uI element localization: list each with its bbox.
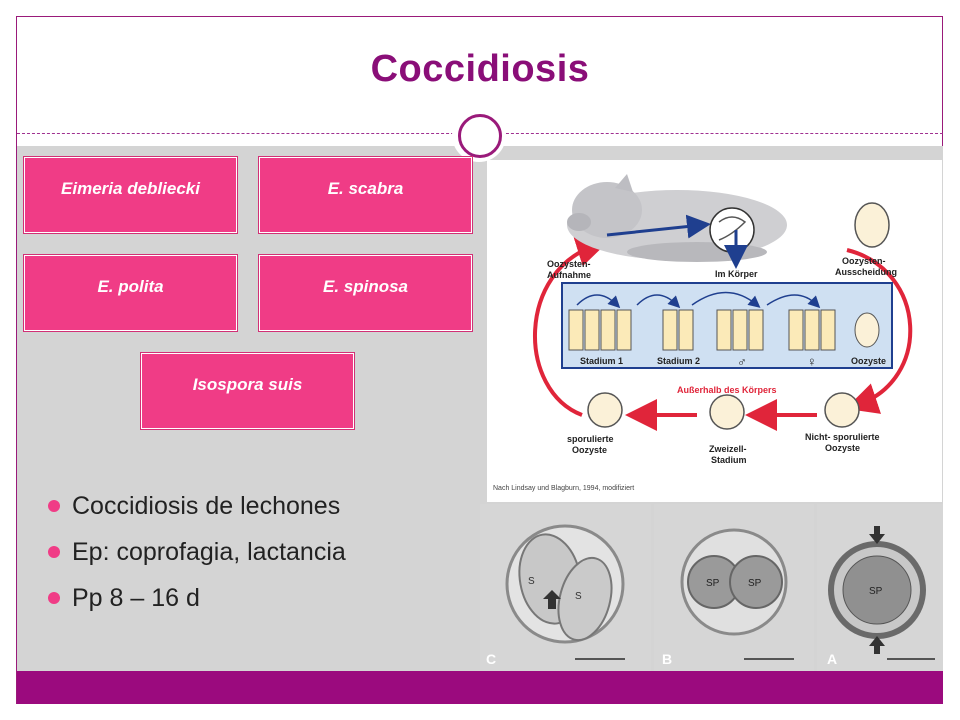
label-sporulated-1: sporulierte	[567, 434, 614, 444]
life-cycle-diagram: Oozysten- Aufnahme Im Körper Oozysten- A…	[487, 160, 942, 502]
slide-title: Coccidiosis	[370, 48, 590, 90]
label-s-2: S	[575, 591, 582, 602]
micrograph-c-svg: S S C	[486, 524, 625, 667]
micrograph-a-svg: SP A	[827, 526, 935, 667]
label-c: C	[486, 651, 496, 667]
bullet-item: Pp 8 – 16 d	[48, 576, 346, 622]
micrograph-b-svg: SP SP B	[662, 528, 794, 667]
label-female: ♀	[807, 354, 817, 369]
label-sp-2: SP	[748, 578, 762, 589]
species-box-isospora-suis: Isospora suis	[140, 352, 355, 430]
footer-bar	[17, 671, 943, 704]
label-b: B	[662, 651, 672, 667]
label-stage-2: Stadium 2	[657, 356, 700, 366]
label-unsporulated-1: Nicht- sporulierte	[805, 432, 880, 442]
life-cycle-svg: Oozysten- Aufnahme Im Körper Oozysten- A…	[493, 174, 913, 492]
micrograph-c: S S C	[480, 504, 651, 672]
piglet-illustration	[567, 174, 787, 262]
intestine-circle	[709, 207, 755, 253]
species-box-e-spinosa: E. spinosa	[258, 254, 473, 332]
label-two-cell-1: Zweizell-	[709, 444, 747, 454]
label-s-1: S	[528, 576, 535, 587]
micrograph-b: SP SP B	[654, 504, 814, 672]
label-sp-3: SP	[869, 586, 883, 597]
micrograph-a: SP A	[817, 504, 943, 672]
ring-ornament-inner	[458, 114, 502, 158]
cell-row	[568, 309, 880, 351]
label-oocyst: Oozyste	[851, 356, 886, 366]
diagram-citation: Nach Lindsay und Blagburn, 1994, modifiz…	[493, 485, 634, 492]
label-sporulated-2: Oozyste	[572, 445, 607, 455]
bullet-list: Coccidiosis de lechones Ep: coprofagia, …	[48, 484, 346, 622]
label-outside-body: Außerhalb des Körpers	[677, 385, 777, 395]
label-two-cell-2: Stadium	[711, 455, 747, 465]
unsporulated-oocyst-icon	[824, 392, 860, 428]
label-a: A	[827, 651, 837, 667]
bullet-item: Ep: coprofagia, lactancia	[48, 530, 346, 576]
label-oocyst-excretion-2: Ausscheidung	[835, 267, 897, 277]
label-oocyst-uptake-1: Oozysten-	[547, 259, 591, 269]
two-cell-oocyst-icon	[709, 394, 745, 430]
label-oocyst-uptake-2: Aufnahme	[547, 270, 591, 280]
ring-ornament	[452, 108, 506, 162]
label-in-body: Im Körper	[715, 269, 758, 279]
intestine-icon	[718, 216, 747, 241]
cycle-arrow-right	[845, 248, 913, 414]
uptake-arrow	[606, 214, 711, 239]
bullet-item: Coccidiosis de lechones	[48, 484, 346, 530]
species-box-e-polita: E. polita	[23, 254, 238, 332]
excreted-oocyst-icon	[854, 202, 890, 248]
sporulated-oocyst-icon	[587, 392, 623, 428]
cycle-arrow-left	[532, 235, 609, 417]
species-box-eimeria-debliecki: Eimeria debliecki	[23, 156, 238, 234]
label-sp-1: SP	[706, 578, 720, 589]
label-oocyst-excretion-1: Oozysten-	[842, 256, 886, 266]
label-male: ♂	[737, 354, 747, 369]
species-box-e-scabra: E. scabra	[258, 156, 473, 234]
label-unsporulated-2: Oozyste	[825, 443, 860, 453]
label-stage-1: Stadium 1	[580, 356, 623, 366]
